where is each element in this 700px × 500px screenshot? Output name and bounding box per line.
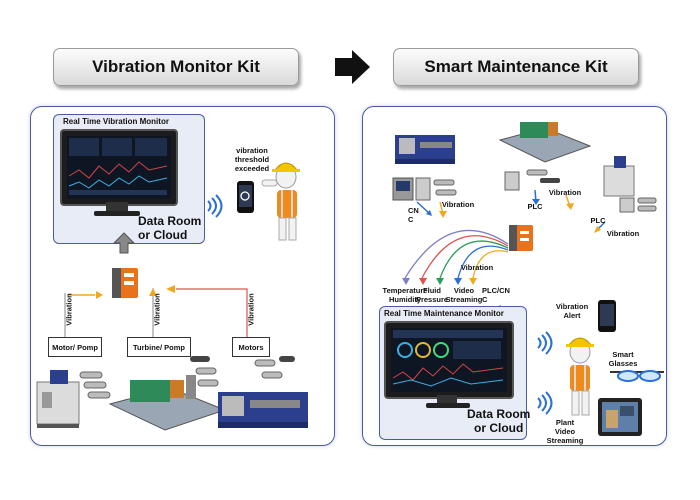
plc-label-1: PLC <box>527 202 543 211</box>
phone-icon <box>598 300 616 332</box>
sensor-icon <box>415 177 457 201</box>
right-dashboard-screen <box>391 328 507 392</box>
arrow-up-icon <box>112 232 136 254</box>
glasses-icon <box>610 370 664 382</box>
vibration-alert-label: Vibration Alert <box>555 302 589 320</box>
gateway-device-icon <box>509 225 533 251</box>
gateway-device-icon <box>112 268 138 298</box>
right-monitor-title: Real Time Maintenance Monitor <box>384 309 504 318</box>
left-monitor-title: Real Time Vibration Monitor <box>63 117 169 126</box>
left-dashboard-screen <box>67 136 171 199</box>
left-dashboard-graphic <box>68 138 168 195</box>
plc-label-2: PLC <box>590 216 606 225</box>
vibration-label-right-3: Vibration <box>606 229 640 238</box>
left-data-room-label: Data Room or Cloud <box>138 214 202 242</box>
left-monitor <box>60 129 178 206</box>
worker-icon <box>261 162 300 241</box>
phone-icon <box>237 181 254 213</box>
wifi-icon <box>537 391 553 415</box>
plc-device-icon <box>504 169 560 191</box>
hydraulic-unit-icon <box>603 156 635 197</box>
machine-box-turbine-pomp: Turbine/ Pomp <box>127 337 191 357</box>
lathe-machine-icon <box>218 392 308 428</box>
smart-glasses-label: Smart Glasses <box>608 350 638 368</box>
left-monitor-stand <box>106 202 128 212</box>
wifi-icon <box>537 331 553 355</box>
vibration-label-right-1: Vibration <box>441 200 475 209</box>
sensor-icon <box>79 371 111 399</box>
right-dashboard-graphic <box>392 330 504 387</box>
tablet-icon <box>598 398 642 436</box>
cnc-panel-icon <box>392 177 414 201</box>
turbine-machine-icon <box>108 375 227 431</box>
worker-icon <box>566 337 594 416</box>
plant-video-streaming-label: Plant Video Streaming <box>546 418 584 445</box>
vibration-label-right-2: Vibration <box>548 188 582 197</box>
vibration-label-right-4: Vibration <box>460 263 494 272</box>
sensor-icon <box>190 356 219 387</box>
plc-device-icon <box>619 197 657 213</box>
wifi-icon <box>207 194 223 218</box>
right-monitor-stand <box>437 395 457 404</box>
left-kit-title: Vibration Monitor Kit <box>53 48 299 86</box>
vibration-threshold-label: vibration threshold exceeded <box>234 146 270 173</box>
machine-box-motors: Motors <box>232 337 270 357</box>
hydraulic-unit-icon <box>36 370 80 428</box>
turbine-machine-icon <box>498 122 592 163</box>
sensor-label-fluid-pressure: Fluid Pressure <box>415 286 449 304</box>
cnc-label: CN C <box>408 206 419 224</box>
sensor-icon <box>254 356 295 379</box>
left-monitor-base <box>94 211 140 216</box>
arrow-right-icon <box>335 50 370 84</box>
sensor-label-video-streaming: Video Streaming <box>445 286 483 304</box>
lathe-machine-icon <box>395 135 455 164</box>
right-data-room-label: Data Room or Cloud <box>467 407 531 435</box>
sensor-label-temperature-humidity: Temperature Humidity <box>382 286 428 304</box>
right-monitor-base <box>426 403 470 408</box>
machine-box-motor-pomp: Motor/ Pomp <box>48 337 102 357</box>
right-kit-title: Smart Maintenance Kit <box>393 48 639 86</box>
